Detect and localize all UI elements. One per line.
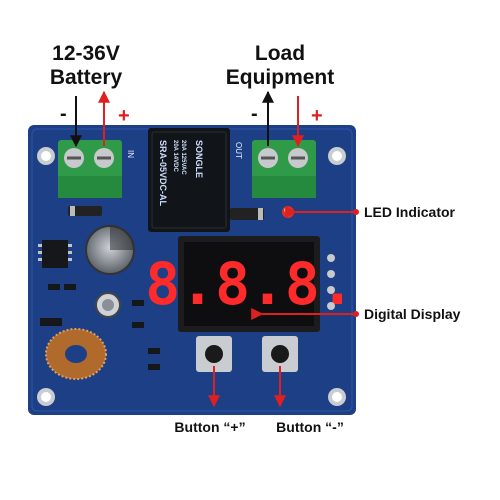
battery-minus-sign: - [60, 103, 67, 125]
header-pins [327, 254, 335, 310]
relay-rating-2: 20A 125VAC [180, 140, 186, 175]
capacitor-large [85, 225, 135, 275]
battery-label: Battery [50, 66, 123, 89]
led-indicator [282, 206, 294, 218]
output-terminal-block [252, 140, 316, 198]
battery-plus-sign: + [118, 105, 130, 127]
equipment-label: Equipment [226, 66, 335, 89]
button-plus[interactable] [196, 336, 232, 372]
display-digits: 8.8.8. [145, 250, 355, 318]
diode-d1 [230, 208, 264, 220]
button-plus-label: Button “+” [174, 419, 245, 435]
mounting-holes [37, 147, 346, 406]
button-minus[interactable] [262, 336, 298, 372]
battery-voltage-label: 12-36V [52, 42, 120, 65]
load-plus-sign: + [311, 105, 323, 127]
relay-rating-1: 20A 14VDC [172, 140, 178, 172]
input-terminal-block [58, 140, 122, 198]
inductor-coil [45, 328, 107, 380]
digital-display-label: Digital Display [364, 306, 461, 322]
ic-u1 [42, 240, 68, 268]
button-minus-label: Button “-” [276, 419, 344, 435]
relay-brand: SONGLE [194, 140, 204, 178]
led-indicator-label: LED Indicator [364, 204, 456, 220]
load-minus-sign: - [251, 103, 258, 125]
load-label: Load [255, 42, 305, 65]
out-silkscreen: OUT [234, 142, 243, 159]
diode-d3 [68, 206, 102, 216]
digital-display [178, 236, 320, 332]
resistors [40, 284, 160, 370]
relay [148, 128, 230, 232]
in-silkscreen: IN [126, 150, 135, 158]
relay-model: SRA-05VDC-AL [158, 140, 168, 207]
